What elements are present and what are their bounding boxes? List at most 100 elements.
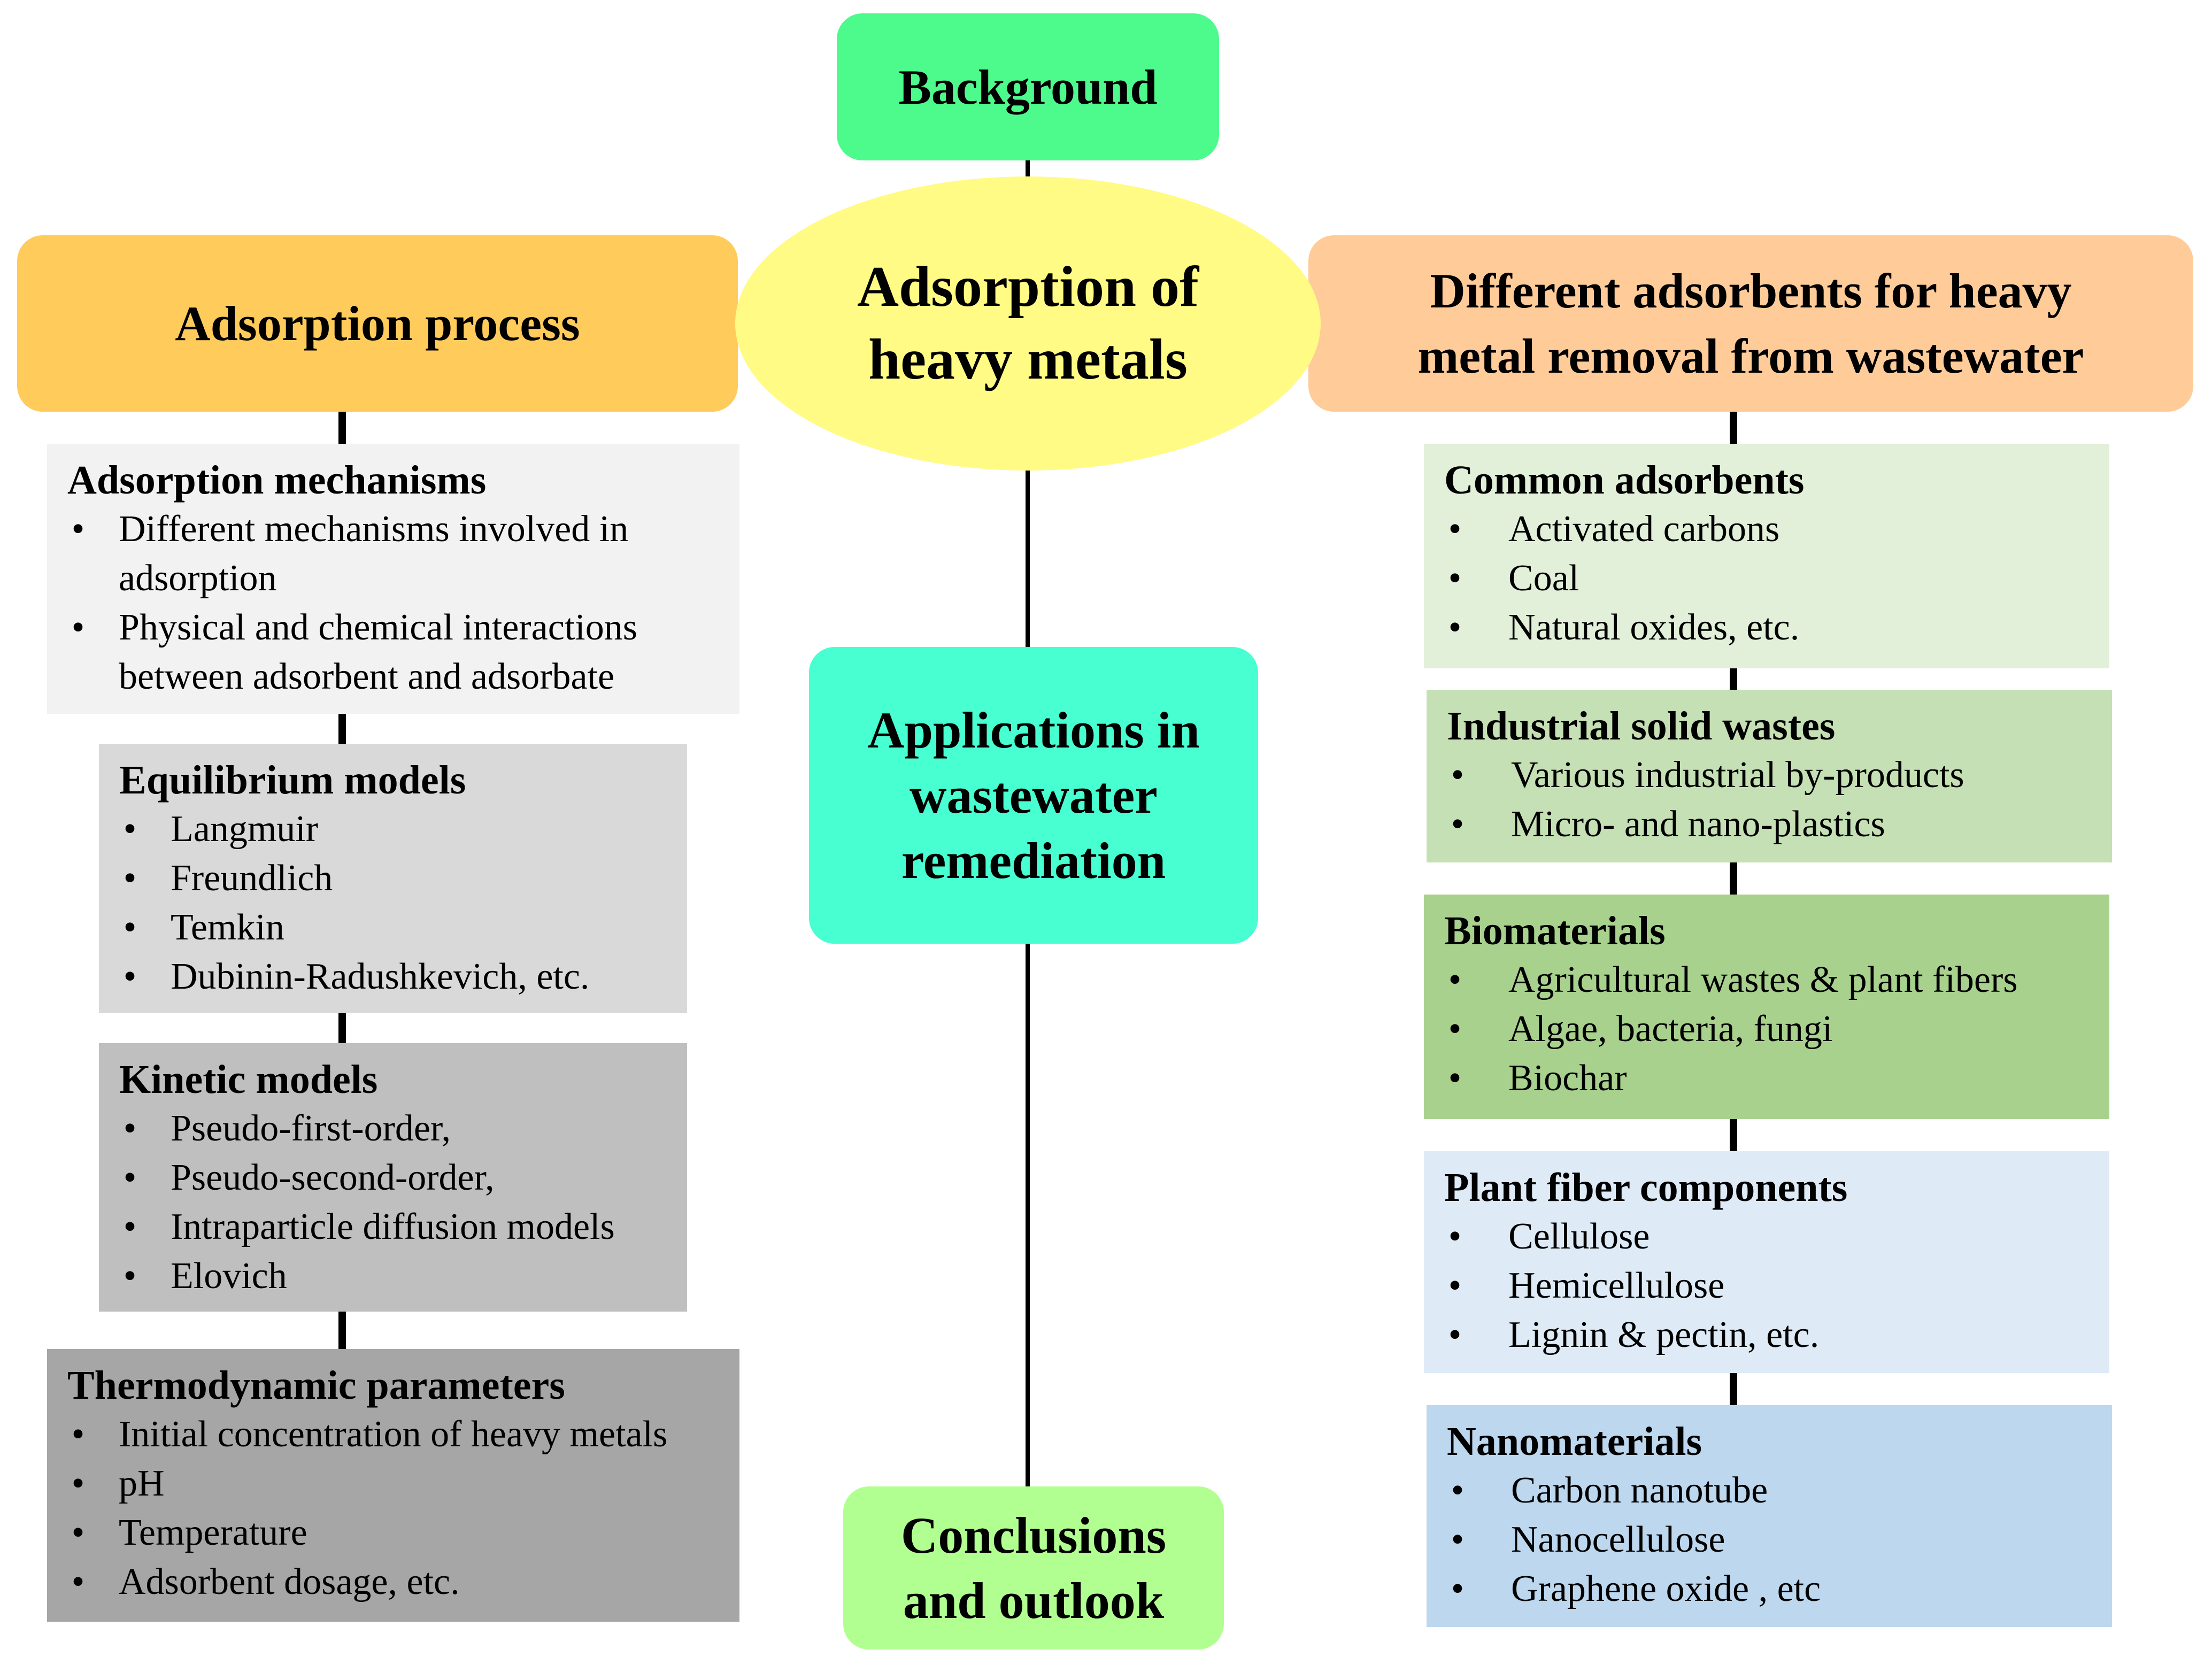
connector-line <box>1730 412 1737 444</box>
panel-title: Plant fiber components <box>1444 1165 1848 1210</box>
list-item: •Langmuir <box>119 805 671 854</box>
bullet-icon: • <box>1448 1008 1462 1050</box>
biomaterials-panel: Biomaterials •Agricultural wastes & plan… <box>1424 895 2109 1119</box>
bullet-icon: • <box>1451 1568 1465 1609</box>
connector-line <box>1026 471 1030 647</box>
list-item: •Physical and chemical interactions <box>67 603 723 652</box>
panel-title: Common adsorbents <box>1444 458 1805 503</box>
bullet-icon: • <box>1451 754 1465 796</box>
list-item: •Biochar <box>1444 1054 2093 1103</box>
conclusions-box: Conclusions and outlook <box>843 1486 1224 1650</box>
bullet-icon: • <box>123 1206 137 1247</box>
connector-line <box>1026 944 1030 1486</box>
list-item: •Natural oxides, etc. <box>1444 603 2093 652</box>
list-item: •Pseudo-second-order, <box>119 1153 671 1203</box>
list-item: •Activated carbons <box>1444 505 2093 554</box>
bullet-icon: • <box>1448 1265 1462 1306</box>
bullet-icon: • <box>123 808 137 850</box>
bullet-icon: • <box>71 1414 85 1455</box>
background-box: Background <box>837 13 1219 160</box>
list-item: •Agricultural wastes & plant fibers <box>1444 955 2093 1005</box>
list-item: •Various industrial by-products <box>1447 751 2096 800</box>
bullet-icon: • <box>1448 1314 1462 1355</box>
plant-fiber-components-panel: Plant fiber components •Cellulose •Hemic… <box>1424 1151 2109 1373</box>
connector-line <box>1730 668 1737 690</box>
list-item-continuation: adsorption <box>119 558 277 599</box>
connector-line <box>338 714 346 744</box>
list-item: •Dubinin-Radushkevich, etc. <box>119 952 671 1001</box>
bullet-icon: • <box>1451 1519 1465 1560</box>
list-item: •Temperature <box>67 1508 723 1558</box>
bullet-icon: • <box>1451 804 1465 845</box>
bullet-icon: • <box>1448 508 1462 550</box>
central-topic-line-1: Adsorption of <box>857 255 1199 319</box>
bullet-icon: • <box>71 1561 85 1602</box>
bullet-icon: • <box>123 858 137 899</box>
list-item-continuation: between adsorbent and adsorbate <box>119 656 615 697</box>
panel-title: Biomaterials <box>1444 908 1666 953</box>
list-item: •Lignin & pectin, etc. <box>1444 1311 2093 1360</box>
panel-title: Industrial solid wastes <box>1447 704 1836 749</box>
equilibrium-models-panel: Equilibrium models •Langmuir •Freundlich… <box>99 744 687 1013</box>
applications-box: Applications in wastewater remediation <box>809 647 1258 944</box>
list-item: •Initial concentration of heavy metals <box>67 1410 723 1459</box>
thermodynamic-parameters-panel: Thermodynamic parameters •Initial concen… <box>47 1349 739 1622</box>
adsorbents-header-line-1: Different adsorbents for heavy <box>1430 264 2072 318</box>
list-item: •Different mechanisms involved in <box>67 505 723 554</box>
connector-line <box>1730 1373 1737 1405</box>
connector-line <box>338 412 346 444</box>
bullet-icon: • <box>1451 1470 1465 1511</box>
panel-title: Nanomaterials <box>1447 1419 1702 1464</box>
bullet-icon: • <box>1448 558 1462 599</box>
adsorption-process-header: Adsorption process <box>17 235 738 412</box>
bullet-icon: • <box>123 1255 137 1297</box>
connector-line <box>338 1013 346 1043</box>
list-item: •Cellulose <box>1444 1212 2093 1261</box>
industrial-solid-wastes-panel: Industrial solid wastes •Various industr… <box>1427 690 2112 862</box>
bullet-icon: • <box>71 607 85 648</box>
nanomaterials-panel: Nanomaterials •Carbon nanotube •Nanocell… <box>1427 1405 2112 1627</box>
bullet-icon: • <box>71 508 85 550</box>
connector-line <box>1730 1119 1737 1151</box>
bullet-icon: • <box>1448 1058 1462 1099</box>
adsorption-mechanisms-panel: Adsorption mechanisms •Different mechani… <box>47 444 739 714</box>
conclusions-line-1: Conclusions <box>900 1506 1167 1564</box>
list-item: •Carbon nanotube <box>1447 1466 2096 1515</box>
panel-title: Kinetic models <box>119 1057 378 1102</box>
adsorbents-header-line-2: metal removal from wastewater <box>1417 329 2084 383</box>
central-topic-ellipse: Adsorption of heavy metals <box>735 176 1321 471</box>
bullet-icon: • <box>123 1108 137 1149</box>
panel-title: Thermodynamic parameters <box>67 1363 565 1408</box>
connector-line <box>1730 862 1737 895</box>
applications-line-2: wastewater <box>910 766 1158 824</box>
bullet-icon: • <box>1448 1216 1462 1257</box>
list-item: •Micro- and nano-plastics <box>1447 800 2096 849</box>
list-item: •Freundlich <box>119 854 671 903</box>
list-item: •pH <box>67 1459 723 1508</box>
connector-line <box>1026 160 1030 176</box>
bullet-icon: • <box>71 1512 85 1553</box>
list-item: •Algae, bacteria, fungi <box>1444 1005 2093 1054</box>
bullet-icon: • <box>1448 959 1462 1000</box>
bullet-icon: • <box>71 1463 85 1504</box>
list-item: •Temkin <box>119 903 671 952</box>
kinetic-models-panel: Kinetic models •Pseudo-first-order, •Pse… <box>99 1043 687 1312</box>
background-label: Background <box>898 59 1158 114</box>
adsorbents-header: Different adsorbents for heavy metal rem… <box>1308 235 2193 412</box>
bullet-icon: • <box>123 907 137 948</box>
list-item: •Elovich <box>119 1252 671 1301</box>
bullet-icon: • <box>1448 607 1462 648</box>
list-item: •Pseudo-first-order, <box>119 1104 671 1153</box>
central-topic-line-2: heavy metals <box>868 328 1188 391</box>
connector-line <box>338 1312 346 1349</box>
conclusions-line-2: and outlook <box>903 1571 1165 1629</box>
panel-title: Equilibrium models <box>119 758 466 803</box>
list-item: •Adsorbent dosage, etc. <box>67 1558 723 1607</box>
bullet-icon: • <box>123 956 137 997</box>
applications-line-1: Applications in <box>867 701 1200 759</box>
list-item: •Hemicellulose <box>1444 1261 2093 1311</box>
bullet-icon: • <box>123 1157 137 1198</box>
common-adsorbents-panel: Common adsorbents •Activated carbons •Co… <box>1424 444 2109 668</box>
adsorption-process-label: Adsorption process <box>175 296 580 351</box>
applications-line-3: remediation <box>901 831 1166 889</box>
